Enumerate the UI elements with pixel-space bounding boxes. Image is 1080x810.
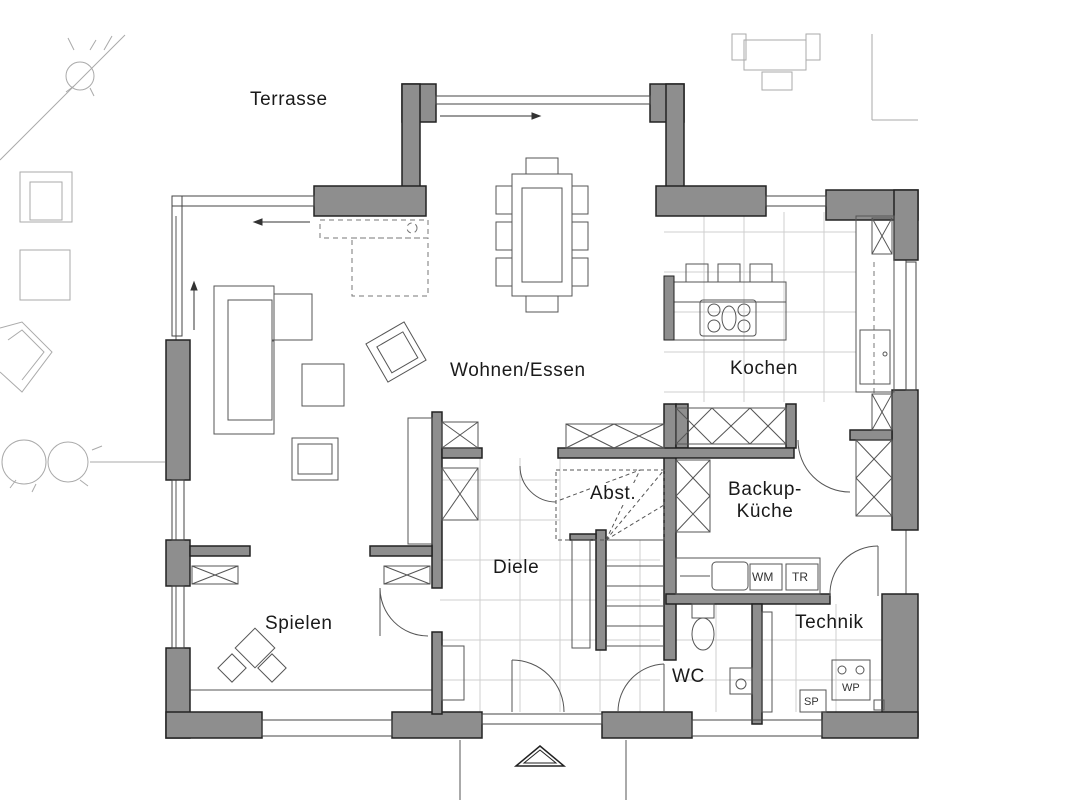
- room-label-backup-line1: Backup-: [728, 479, 802, 500]
- room-label-spielen: Spielen: [265, 613, 333, 634]
- dashed-elements: [319, 219, 875, 394]
- windows: [171, 95, 917, 737]
- technik-equipment: [761, 611, 885, 713]
- room-label-terrasse: Terrasse: [250, 89, 328, 110]
- equipment-label-wm: WM: [752, 570, 774, 584]
- tile-grid-kitchen: [664, 212, 856, 402]
- play-cubes: [217, 627, 287, 683]
- living-furniture: [213, 285, 427, 481]
- dining-table: [495, 157, 589, 313]
- utility-counter: [675, 557, 821, 595]
- room-label-backup-kueche: Backup- Küche: [720, 479, 810, 523]
- equipment-label-wp: WP: [842, 682, 860, 694]
- wc-fixtures: [691, 603, 753, 695]
- room-label-wohnen-essen: Wohnen/Essen: [450, 360, 586, 381]
- room-label-kochen: Kochen: [730, 358, 799, 379]
- entrance-marker: [513, 745, 567, 767]
- outdoor-furniture: [731, 33, 918, 121]
- cabinets: [191, 407, 787, 701]
- room-label-backup-line2: Küche: [736, 501, 794, 522]
- tile-grid-service: [676, 604, 884, 712]
- equipment-label-sp: SP: [804, 696, 819, 708]
- equipment-label-tr: TR: [792, 570, 808, 584]
- room-label-abst: Abst.: [590, 483, 637, 505]
- kitchen-counter: [855, 215, 895, 517]
- kitchen-island: [663, 263, 787, 341]
- window-arrows: [190, 112, 542, 330]
- garden-decoration: [0, 34, 165, 493]
- room-label-wc: WC: [672, 666, 705, 687]
- room-label-diele: Diele: [493, 557, 540, 578]
- stairs: [555, 469, 665, 649]
- door-swings: [379, 439, 879, 713]
- room-label-technik: Technik: [795, 612, 864, 633]
